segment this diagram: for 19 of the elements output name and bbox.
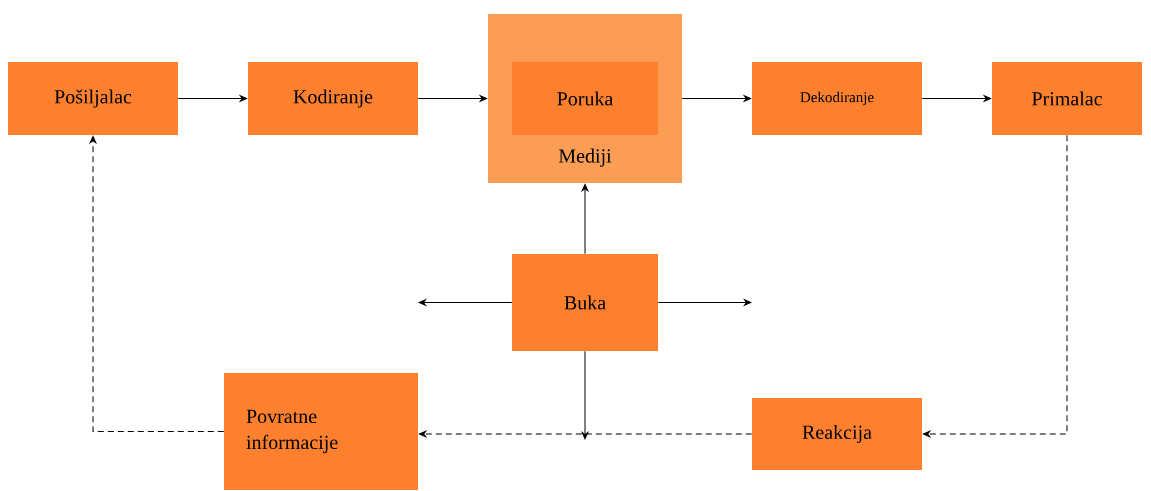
process-box: Povratne informacije <box>224 373 418 490</box>
process-box: Poruka <box>512 62 658 135</box>
arrow <box>418 430 753 438</box>
arrow <box>657 299 752 306</box>
arrow <box>177 95 248 102</box>
arrow <box>581 350 589 440</box>
process-box: Primalac <box>992 62 1142 135</box>
process-box: Dekodiranje <box>752 62 922 135</box>
arrow <box>921 95 992 102</box>
process-box: Pošiljalac <box>8 62 178 135</box>
process-box: Buka <box>512 254 658 351</box>
arrow <box>922 134 1068 438</box>
process-box: Reakcija <box>752 398 922 470</box>
arrow <box>417 95 488 102</box>
process-box: Kodiranje <box>248 62 418 135</box>
arrow <box>89 135 225 432</box>
arrow <box>581 183 589 255</box>
arrow <box>681 95 752 102</box>
arrow <box>418 299 513 306</box>
